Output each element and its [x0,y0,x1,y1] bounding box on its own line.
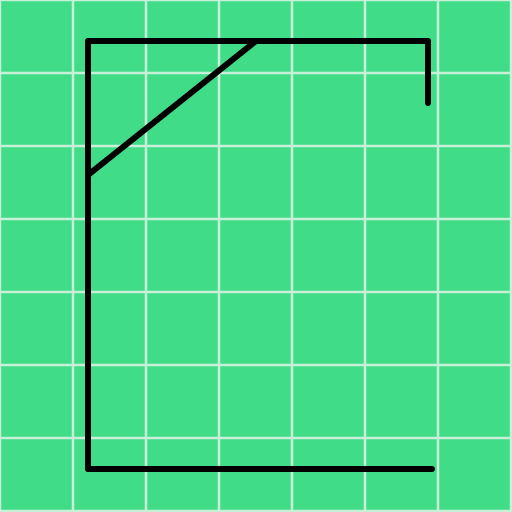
gallows [85,38,435,472]
gallows-brace [85,38,259,178]
